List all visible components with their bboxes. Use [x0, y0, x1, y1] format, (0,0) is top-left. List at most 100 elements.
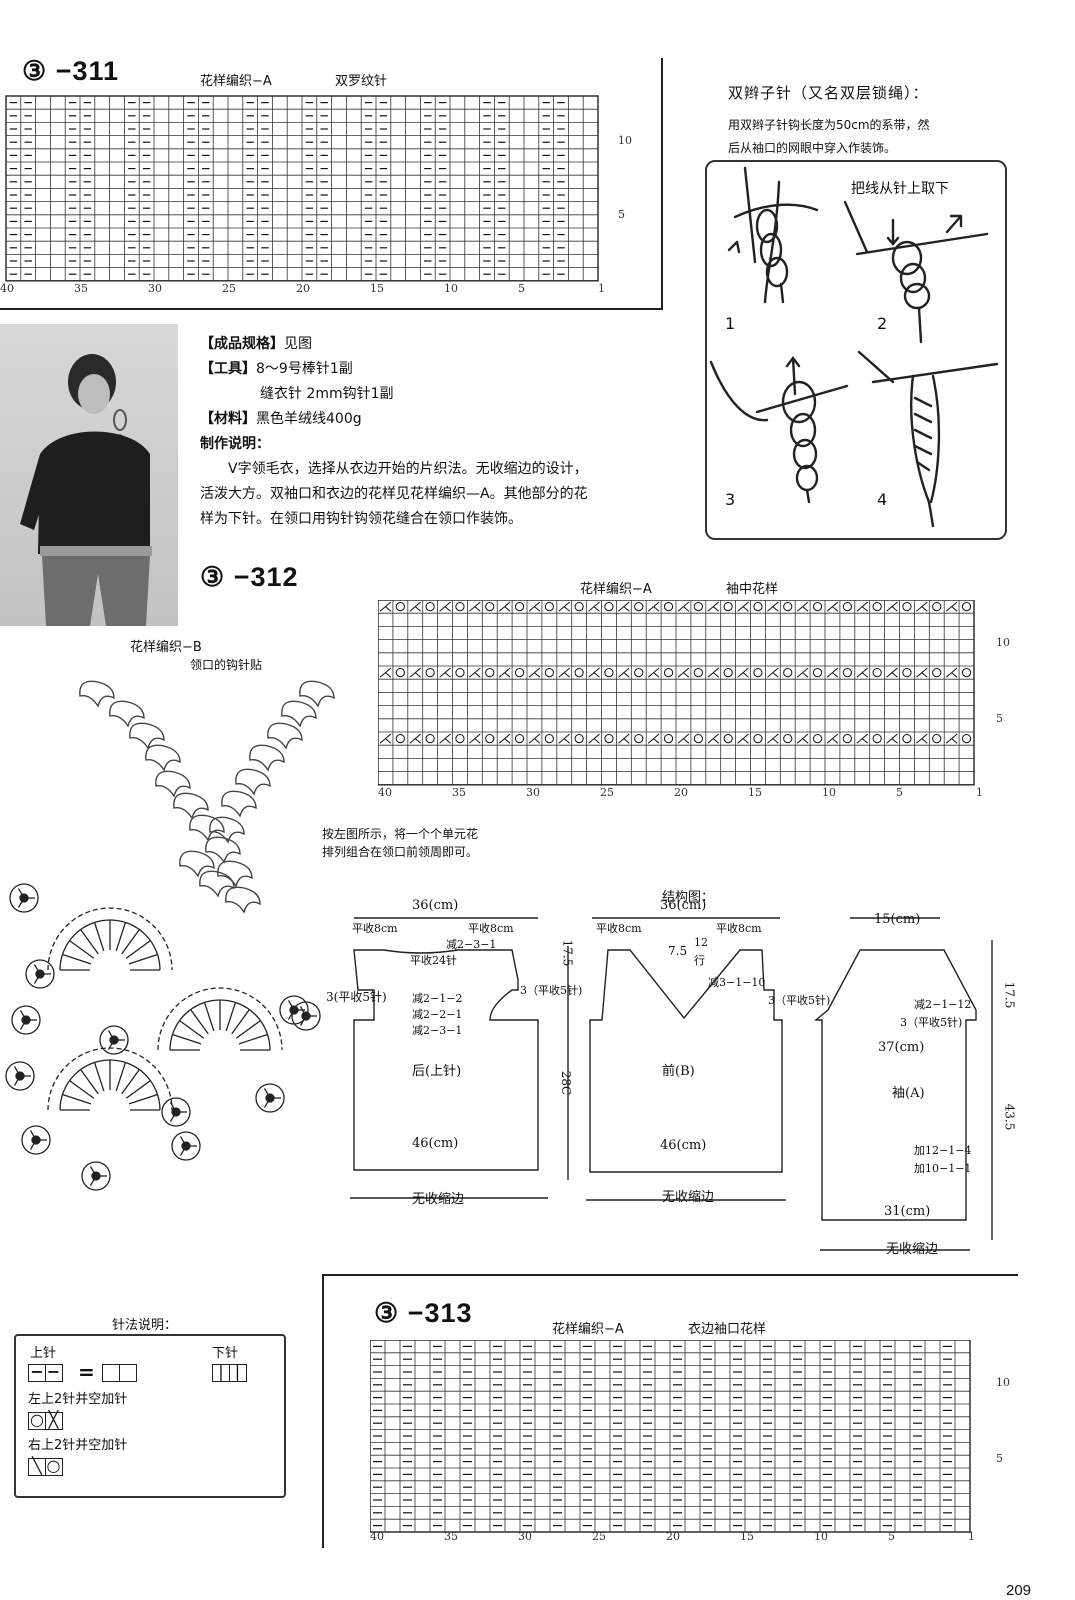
section-311-number: ③ −311	[22, 56, 120, 86]
crochet-spoke	[169, 1111, 177, 1122]
crochet-spoke	[13, 1075, 21, 1086]
chain-stitch-desc-line-1: 用双辫子针钩长度为50cm的系带，然	[728, 118, 930, 132]
crochet-motif	[199, 870, 235, 898]
chart-column-label: 30	[526, 786, 540, 799]
section-312-knit-chart	[378, 600, 975, 786]
crochet-stitch	[128, 1093, 158, 1105]
chart-313-row-label-5: 5	[996, 1452, 1003, 1465]
chart-column-label: 25	[592, 1530, 606, 1543]
crochet-stitch	[121, 1069, 140, 1095]
chain-stitch-desc-line-2: 后从袖口的网眼中穿入作装饰。	[728, 141, 897, 155]
sleeve-panel-label: 袖(A)	[892, 1086, 925, 1101]
crochet-ring	[171, 1131, 201, 1161]
crochet-spoke	[33, 973, 41, 984]
chart-column-label: 10	[814, 1530, 828, 1543]
back-dec-c: 减2−3−1	[412, 1024, 463, 1037]
back-height-armhole: 17.5	[560, 939, 575, 967]
crochet-ring	[25, 959, 55, 989]
front-neck-dec: 减3−1−10	[708, 976, 766, 989]
crochet-motif	[235, 768, 271, 796]
chart-311-row-label-10: 10	[618, 134, 632, 147]
crochet-stitch	[172, 1033, 202, 1045]
instructions-label: 制作说明：	[200, 436, 270, 452]
chain-stitch-illustration-box: 把线从针上取下	[705, 160, 1007, 540]
crochet-ring	[255, 1083, 285, 1113]
chart-column-label: 20	[674, 786, 688, 799]
section-312-chart-title: 花样编织−A	[580, 582, 652, 597]
crochet-stitch	[125, 1080, 151, 1099]
crochet-spoke	[169, 1102, 177, 1113]
back-hem: 无收缩边	[412, 1192, 465, 1207]
crochet-ring	[11, 1005, 41, 1035]
crochet-spoke	[263, 1088, 271, 1099]
chart-column-label: 35	[74, 282, 88, 295]
crochet-motif	[109, 700, 145, 728]
chart-column-label: 15	[748, 786, 762, 799]
legend-purl-symbol: ||	[212, 1362, 247, 1382]
chart-column-label: 10	[444, 282, 458, 295]
size-label: 【成品规格】	[200, 336, 284, 352]
back-dec-1: 减2−3−1	[446, 938, 497, 951]
model-photo	[0, 324, 178, 626]
sleeve-hem: 无收缩边	[886, 1242, 939, 1257]
crochet-spoke	[17, 897, 25, 908]
back-height-body: 28C	[559, 1070, 574, 1096]
front-neck-rows-a: 12	[694, 936, 708, 949]
crochet-spoke	[33, 964, 41, 975]
front-panel-label: 前(B)	[662, 1064, 695, 1079]
chart-column-label: 15	[740, 1530, 754, 1543]
crochet-spoke	[29, 1139, 37, 1150]
crochet-stitch	[80, 1069, 99, 1095]
schematic-title: 结构图：	[662, 890, 715, 905]
front-neck-depth: 7.5	[668, 944, 688, 958]
crochet-motif	[267, 722, 303, 750]
chart-column-label: 40	[378, 786, 392, 799]
crochet-arc	[59, 1059, 161, 1111]
chart-column-label: 10	[822, 786, 836, 799]
crochet-spoke	[107, 1030, 115, 1041]
crochet-motif	[189, 814, 225, 842]
crochet-arc	[59, 919, 161, 971]
crochet-stitch	[238, 1033, 268, 1045]
crochet-arc	[169, 999, 271, 1051]
legend-left-yo-label: 左上2针并空加针	[28, 1392, 128, 1407]
crochet-stitch	[203, 1002, 215, 1032]
product-specs: 【成品规格】见图 【工具】8～9号棒针1副 缝衣针 2mm钩针1副 【材料】黑色…	[200, 332, 680, 532]
crochet-spoke	[287, 1000, 295, 1011]
crochet-ring	[99, 1025, 129, 1055]
crochet-ring	[21, 1125, 51, 1155]
legend-knit-symbol: −−	[28, 1362, 63, 1382]
instructions-line-2: 活泼大方。双袖口和衣边的花样见花样编织—A。其他部分的花	[200, 486, 588, 502]
front-width-top: 36(cm)	[660, 898, 707, 913]
instructions-line-3: 样为下针。在领口用钩针钩领花缝合在领口作装饰。	[200, 511, 522, 527]
arrange-note-line-1: 按左图所示，将一个个单元花	[322, 827, 479, 841]
sleeve-cap-height: 17.5	[1002, 981, 1017, 1009]
sleeve-length: 43.5	[1002, 1103, 1017, 1131]
tools-label: 【工具】	[200, 361, 256, 377]
crochet-spoke	[19, 1019, 27, 1030]
front-left-bind: 平收8cm	[596, 922, 642, 935]
crochet-motif	[209, 816, 245, 844]
back-right-bind: 平收8cm	[468, 922, 514, 935]
sleeve-width-top: 15(cm)	[874, 912, 921, 927]
chart-313-row-label-10: 10	[996, 1376, 1010, 1389]
section-311-chart-title: 花样编织−A	[200, 74, 272, 89]
section-313-top-rule	[322, 1274, 1018, 1276]
section-313-knit-chart	[370, 1340, 971, 1533]
crochet-ring	[81, 1161, 111, 1191]
section-313-chart-title: 花样编织−A	[552, 1322, 624, 1337]
chart-column-label: 35	[452, 786, 466, 799]
section-313-number: ③ −313	[374, 1298, 473, 1328]
legend-right-yo-label: 右上2针并空加针	[28, 1438, 128, 1453]
crochet-stitch	[93, 922, 105, 952]
section-311-chart-subtitle: 双罗纹针	[335, 74, 388, 89]
chain-stitch-step-note: 把线从针上取下	[851, 181, 949, 197]
crochet-stitch	[235, 1020, 261, 1039]
chart-column-label: 30	[148, 282, 162, 295]
pattern-b-title: 花样编织−B	[130, 640, 202, 655]
section-313-left-rule	[322, 1274, 324, 1548]
chart-312-row-label-5: 5	[996, 712, 1003, 725]
sleeve-inc-a: 加12−1−4	[914, 1144, 972, 1157]
